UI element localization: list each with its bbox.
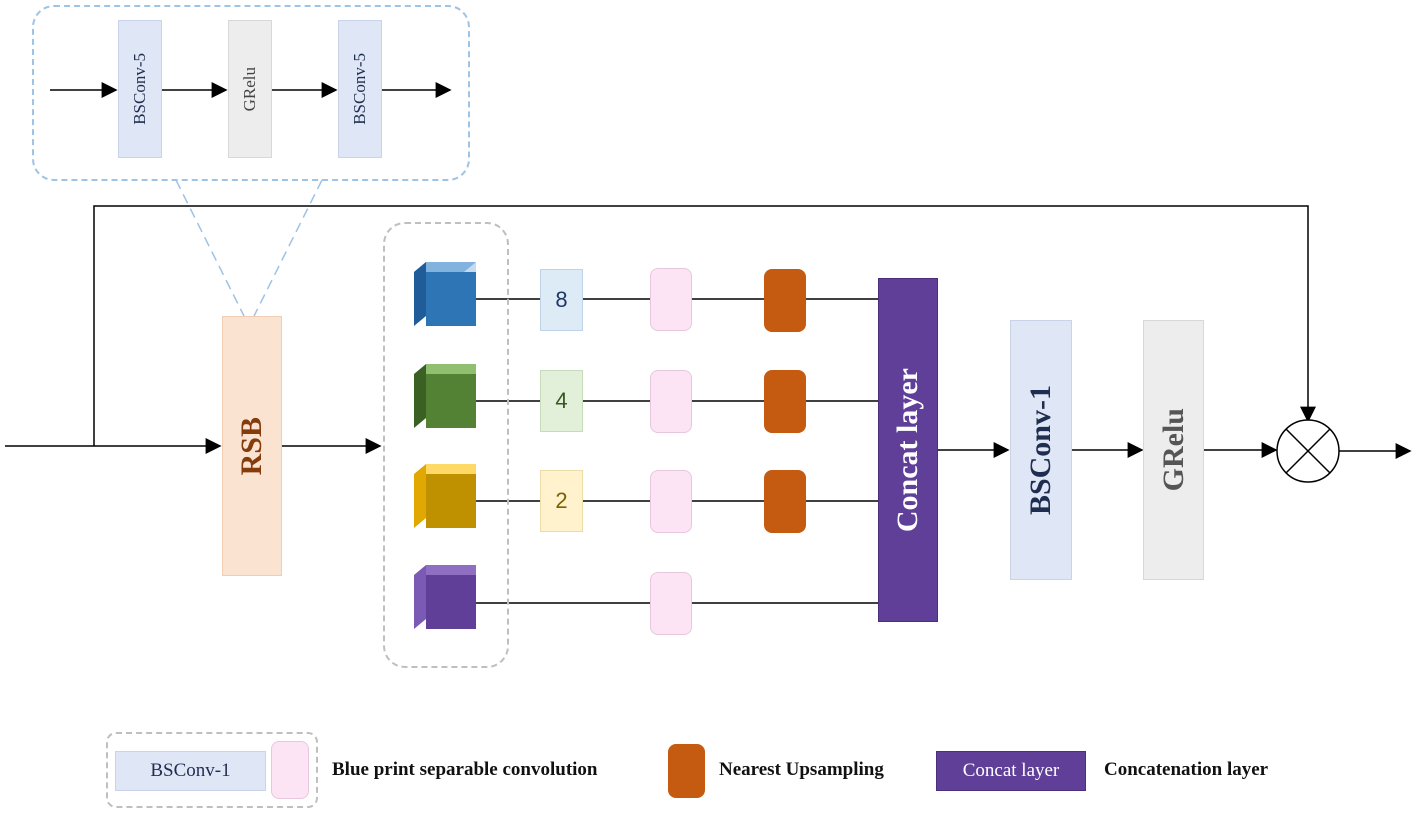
bsconv-pink-1 xyxy=(650,268,692,331)
scale-label-4: 4 xyxy=(555,388,568,413)
legend-bsconv-frame xyxy=(106,732,318,808)
legend-upsample-description: Nearest Upsampling xyxy=(719,759,884,780)
legend-concat-label: Concat layer xyxy=(962,760,1060,781)
concat-layer-block: Concat layer xyxy=(878,278,938,622)
grelu-block: GRelu xyxy=(1143,320,1204,580)
legend-concat-box: Concat layer xyxy=(936,751,1086,791)
zoom-line-right xyxy=(253,179,323,317)
feature-split-frame xyxy=(383,222,509,668)
feature-cube-blue xyxy=(414,262,476,326)
bsconv1-block: BSConv-1 xyxy=(1010,320,1072,580)
skip-connection xyxy=(93,205,1316,446)
upsample-block-2 xyxy=(764,370,806,433)
multiply-icon xyxy=(1276,419,1340,483)
legend-bsconv-description: Blue print separable convolution xyxy=(332,759,598,780)
inset-grelu-label: GRelu xyxy=(240,66,259,112)
inset-grelu-block: GRelu xyxy=(228,20,272,158)
scale-label-2: 2 xyxy=(555,488,568,513)
upsample-block-1 xyxy=(764,269,806,332)
legend-concat-description: Concatenation layer xyxy=(1104,759,1269,780)
scale-box-4: 4 xyxy=(540,370,583,432)
inset-bsconv5-block-2: BSConv-5 xyxy=(338,20,382,158)
bsconv-pink-3 xyxy=(650,470,692,533)
inset-bsconv5-label-1: BSConv-5 xyxy=(130,53,149,125)
bsconv-pink-4 xyxy=(650,572,692,635)
legend-upsample-box xyxy=(668,744,705,798)
inset-bsconv5-label-2: BSConv-5 xyxy=(350,53,369,125)
zoom-line-left xyxy=(175,179,245,317)
feature-cube-purple xyxy=(414,565,476,629)
feature-cube-gold xyxy=(414,464,476,528)
rsb-block: RSB xyxy=(222,316,282,576)
bsconv1-label: BSConv-1 xyxy=(1024,384,1057,516)
legend-bsconv1-box: BSConv-1 xyxy=(115,751,266,791)
upsample-block-3 xyxy=(764,470,806,533)
scale-box-8: 8 xyxy=(540,269,583,331)
scale-label-8: 8 xyxy=(555,287,568,312)
rsb-label: RSB xyxy=(235,416,268,476)
rsb-detail-frame xyxy=(32,5,470,181)
legend-pink-box xyxy=(271,741,309,799)
legend-bsconv1-label: BSConv-1 xyxy=(150,760,231,781)
grelu-label: GRelu xyxy=(1156,408,1190,492)
concat-layer-label: Concat layer xyxy=(891,367,924,533)
scale-box-2: 2 xyxy=(540,470,583,532)
inset-bsconv5-block-1: BSConv-5 xyxy=(118,20,162,158)
bsconv-pink-2 xyxy=(650,370,692,433)
feature-cube-green xyxy=(414,364,476,428)
